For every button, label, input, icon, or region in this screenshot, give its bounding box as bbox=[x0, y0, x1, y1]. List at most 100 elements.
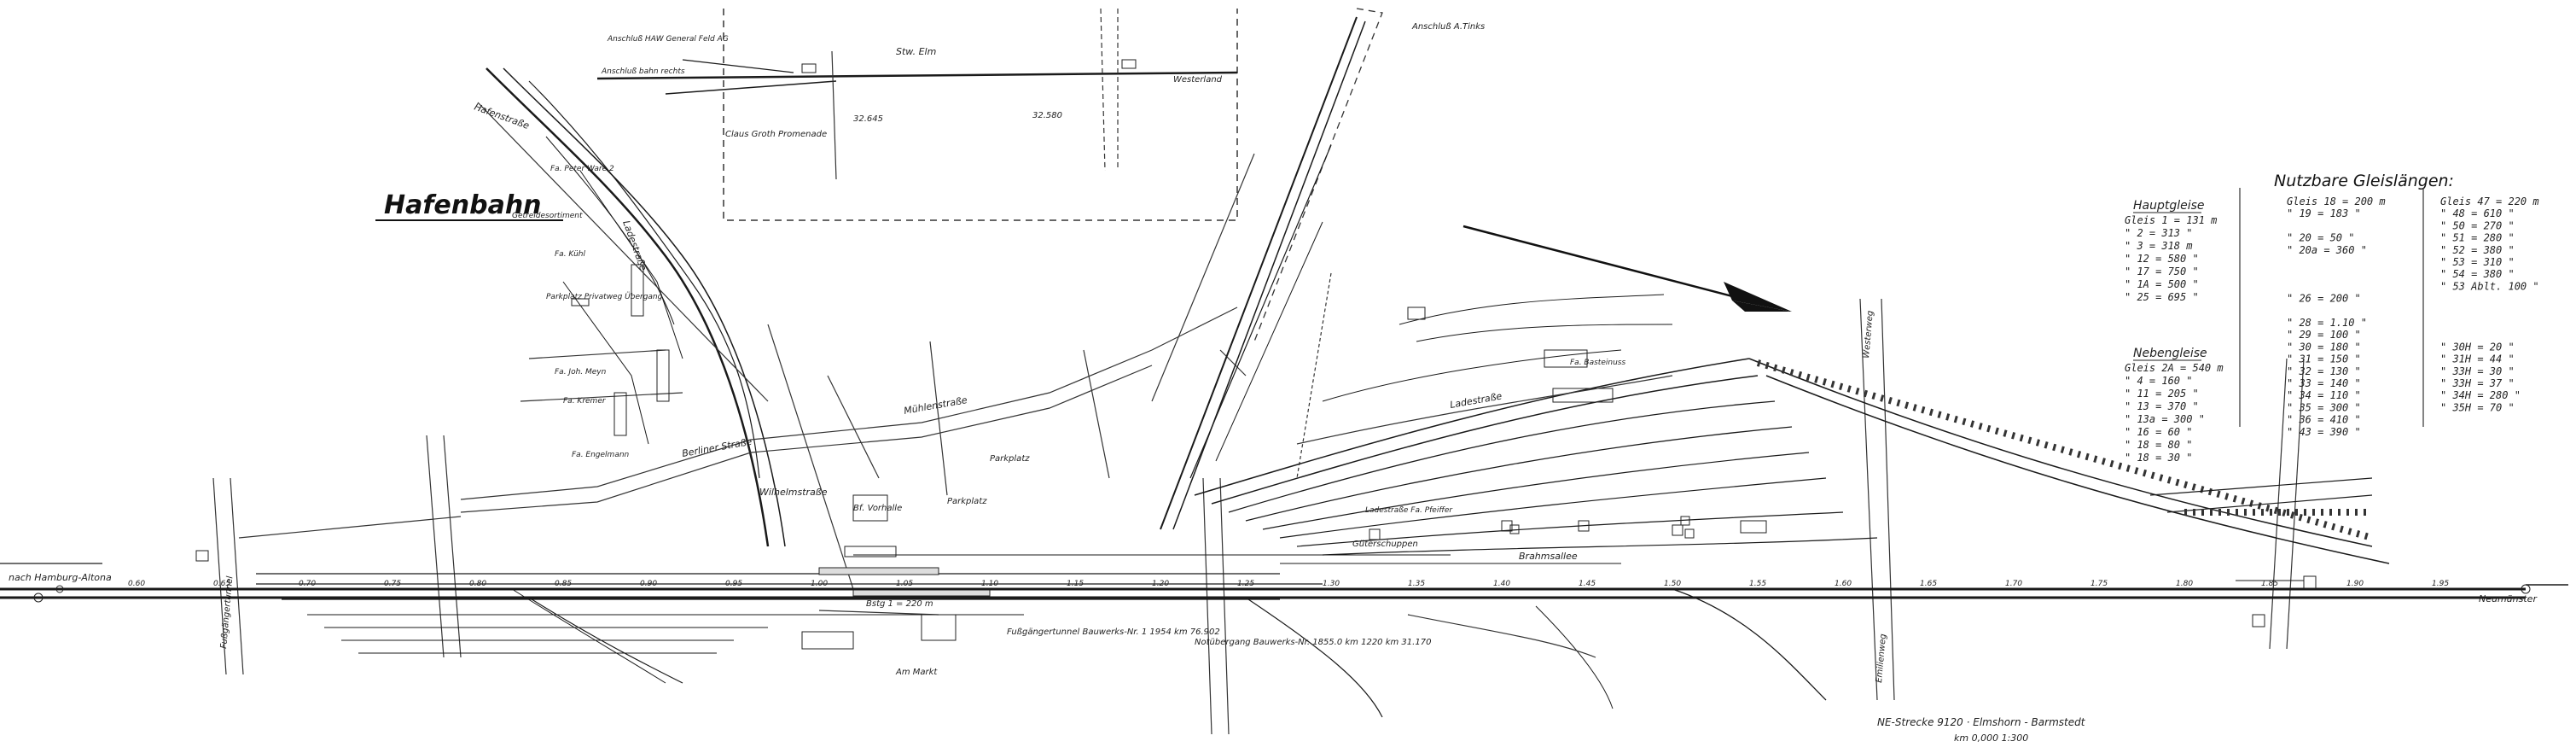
table-row: " 17 = 750 " bbox=[2125, 266, 2199, 277]
km-label: 1.65 bbox=[1920, 580, 1937, 588]
street-label: Mühlenstraße bbox=[903, 394, 968, 417]
company-label: Fa. Kremer bbox=[563, 397, 607, 406]
anschluss-label: Anschluß A.Tinks bbox=[1411, 22, 1485, 32]
table-row: " 54 = 380 " bbox=[2440, 268, 2515, 280]
km-label: 0.95 bbox=[725, 580, 742, 588]
table-row: " 33H = 30 " bbox=[2440, 365, 2515, 377]
km-label: 0.60 bbox=[128, 580, 145, 588]
table-row: " 51 = 280 " bbox=[2440, 232, 2515, 244]
km-label: 1.45 bbox=[1579, 580, 1596, 588]
km-label: 0.90 bbox=[640, 580, 657, 588]
km-label: 1.50 bbox=[1664, 580, 1681, 588]
table-row: " 3 = 318 m bbox=[2125, 240, 2192, 252]
table-row: " 13a = 300 " bbox=[2125, 413, 2205, 425]
table-row: " 13 = 370 " bbox=[2125, 400, 2199, 412]
km-label: 0.85 bbox=[555, 580, 572, 588]
table-row: " 11 = 205 " bbox=[2125, 388, 2199, 400]
table-row: " 16 = 60 " bbox=[2125, 426, 2192, 438]
table-row: " 30H = 20 " bbox=[2440, 341, 2515, 353]
map-title: Hafenbahn bbox=[384, 190, 542, 220]
table-row: " 12 = 580 " bbox=[2125, 253, 2199, 265]
nebengleise-title: Nebengleise bbox=[2133, 347, 2207, 360]
company-label: Fa. Kühl bbox=[555, 250, 585, 259]
table-row: " 31H = 44 " bbox=[2440, 353, 2515, 365]
street-label: Parkplatz bbox=[947, 497, 987, 506]
station-tracks bbox=[256, 494, 1621, 654]
table-row: Gleis 47 = 220 m bbox=[2440, 196, 2539, 207]
street-label: Westerweg bbox=[1862, 310, 1875, 359]
table-row: " 18 = 80 " bbox=[2125, 439, 2192, 451]
street-labels: Hafenstraße Ladestraße Berliner Straße M… bbox=[219, 102, 1888, 684]
direction-left: nach Hamburg-Altona bbox=[9, 572, 112, 583]
table-row: " 25 = 695 " bbox=[2125, 291, 2199, 303]
km-label: 1.30 bbox=[1323, 580, 1340, 588]
km-label: 1.70 bbox=[2005, 580, 2022, 588]
km-label: 1.60 bbox=[1835, 580, 1852, 588]
km-label: 1.55 bbox=[1749, 580, 1766, 588]
company-label: Fa. Basteinuss bbox=[1570, 359, 1625, 367]
inset-km-b: 32.580 bbox=[1032, 111, 1062, 120]
main-line bbox=[0, 563, 2568, 628]
table-row: " 19 = 183 " bbox=[2287, 207, 2361, 219]
freight-yard bbox=[1194, 294, 1878, 556]
table-row: " 20a = 360 " bbox=[2287, 244, 2367, 256]
company-label: Fa. Joh. Meyn bbox=[555, 368, 607, 376]
inset-right-end: Westerland bbox=[1173, 75, 1223, 85]
table-row: " 43 = 390 " bbox=[2287, 426, 2361, 438]
table-row: " 30 = 180 " bbox=[2287, 341, 2361, 353]
table-row: " 33H = 37 " bbox=[2440, 377, 2515, 389]
table-row: " 50 = 270 " bbox=[2440, 219, 2515, 231]
km-label: 1.40 bbox=[1493, 580, 1510, 588]
km-label: 1.35 bbox=[1408, 580, 1425, 588]
street-network bbox=[212, 272, 2305, 735]
km-label: 1.90 bbox=[2346, 580, 2364, 588]
notes: Fußgängertunnel Bauwerks-Nr. 1 1954 km 7… bbox=[866, 599, 2086, 744]
north-branch bbox=[1151, 16, 1366, 530]
table-row: " 33 = 140 " bbox=[2287, 377, 2361, 389]
street-label: Güterschuppen bbox=[1352, 540, 1418, 549]
street-label: Wilhelmstraße bbox=[759, 487, 828, 498]
km-label: 1.05 bbox=[896, 580, 913, 588]
km-label: 1.85 bbox=[2261, 580, 2278, 588]
note-tunnel: Fußgängertunnel Bauwerks-Nr. 1 1954 km 7… bbox=[1007, 628, 1220, 637]
note-km-range: km 0,000 1:300 bbox=[1954, 733, 2028, 744]
company-label: Fa. Peter Ware 2 bbox=[550, 165, 614, 173]
direction-arrow bbox=[1462, 225, 1792, 312]
table-row: " 53 = 310 " bbox=[2440, 256, 2515, 268]
street-label: Ladestraße bbox=[1449, 390, 1503, 411]
km-label: 1.10 bbox=[981, 580, 998, 588]
street-label: Parkplatz bbox=[990, 454, 1030, 464]
table-row: " 52 = 380 " bbox=[2440, 244, 2515, 256]
street-label: Bf. Vorhalle bbox=[853, 504, 902, 513]
table-row: " 48 = 610 " bbox=[2440, 207, 2515, 219]
km-label: 0.65 bbox=[213, 580, 230, 588]
km-label: 1.80 bbox=[2176, 580, 2193, 588]
table-row: " 34H = 280 " bbox=[2440, 389, 2521, 401]
km-label: 1.25 bbox=[1237, 580, 1254, 588]
km-label: 1.15 bbox=[1067, 580, 1084, 588]
table-row: " 1A = 500 " bbox=[2125, 278, 2199, 290]
km-label: 1.00 bbox=[811, 580, 828, 588]
inset-box: Anschluß HAW General Feld AG Anschluß ba… bbox=[596, 8, 1238, 221]
hafenbahn-branch bbox=[477, 67, 786, 547]
table-row: " 2 = 313 " bbox=[2125, 227, 2192, 239]
street-label: Emilienweg bbox=[1875, 633, 1888, 683]
note-strecke: NE-Strecke 9120 · Elmshorn - Barmstedt bbox=[1877, 716, 2086, 728]
inset-km-a: 32.645 bbox=[853, 114, 883, 124]
note-platform: Bstg 1 = 220 m bbox=[866, 599, 933, 609]
table-row: Gleis 1 = 131 m bbox=[2125, 214, 2217, 226]
table-row: " 53 Ablt. 100 " bbox=[2440, 280, 2539, 292]
note-bridge: Notübergang Bauwerks-Nr. 1855.0 km 1220 … bbox=[1195, 638, 1431, 647]
company-labels: Fa. Peter Ware 2 Getreidesortiment Fa. K… bbox=[512, 165, 1625, 515]
km-label: 1.20 bbox=[1152, 580, 1169, 588]
company-label: Getreidesortiment bbox=[512, 212, 583, 220]
inset-station-box: Stw. Elm bbox=[896, 46, 936, 57]
inset-road: Claus Groth Promenade bbox=[725, 130, 827, 139]
table-row: " 31 = 150 " bbox=[2287, 353, 2361, 365]
street-label: Am Markt bbox=[895, 668, 938, 677]
table-row: " 36 = 410 " bbox=[2287, 414, 2361, 426]
hauptgleise-title: Hauptgleise bbox=[2133, 199, 2205, 213]
company-label: Fa. Engelmann bbox=[572, 451, 630, 459]
